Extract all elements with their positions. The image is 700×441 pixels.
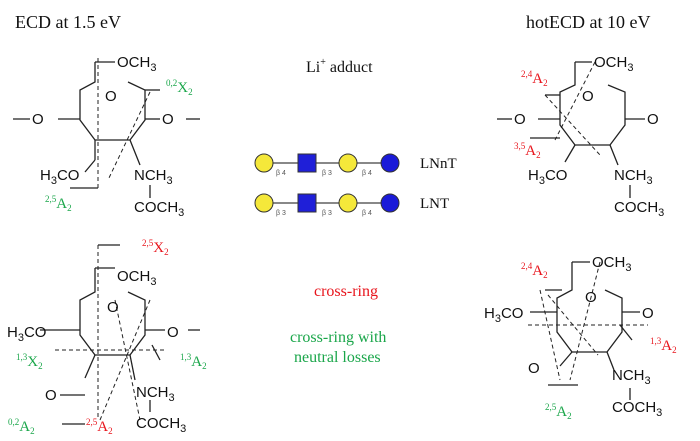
atom-och3: OCH3 bbox=[594, 54, 633, 74]
atom-h3co: H3CO bbox=[484, 305, 523, 325]
ring-bottom-right: OCH3 O H3CO O O NCH3 COCH3 2,4A2 1,3A2 2… bbox=[484, 254, 677, 421]
link-label: β 3 bbox=[276, 210, 286, 217]
link-label: β 4 bbox=[362, 170, 372, 177]
atom-nch3: NCH3 bbox=[612, 367, 651, 387]
ring-top-right: OCH3 O O O H3CO NCH3 COCH3 2,4A2 3,5A2 bbox=[497, 54, 664, 219]
atom-o-left: O bbox=[514, 111, 526, 128]
legend-cross-ring: cross-ring bbox=[314, 283, 378, 300]
frag-25a2: 2,5A2 bbox=[545, 402, 572, 421]
frag-13a2: 1,3A2 bbox=[180, 352, 207, 371]
header-left: ECD at 1.5 eV bbox=[15, 12, 121, 32]
frag-13a2: 1,3A2 bbox=[650, 336, 677, 355]
frag-35a2: 3,5A2 bbox=[514, 141, 541, 160]
atom-nch3: NCH3 bbox=[136, 384, 175, 404]
atom-o-right: O bbox=[642, 305, 654, 322]
galactose-icon bbox=[254, 193, 274, 213]
frag-25a2: 2,5A2 bbox=[86, 417, 113, 436]
galactose-icon bbox=[338, 153, 358, 173]
atom-och3: OCH3 bbox=[592, 254, 631, 274]
frag-02a2: 0,2A2 bbox=[8, 417, 35, 436]
frag-13x2: 1,3X2 bbox=[16, 352, 43, 371]
atom-o-left: O bbox=[528, 360, 540, 377]
glycan-name: LNT bbox=[420, 196, 449, 212]
link-label: β 3 bbox=[322, 210, 332, 217]
atom-coch3: COCH3 bbox=[134, 199, 184, 219]
frag-25x2: 2,5X2 bbox=[142, 238, 169, 257]
frag-24a2: 2,4A2 bbox=[521, 261, 548, 280]
link-label: β 4 bbox=[276, 170, 286, 177]
galactose-icon bbox=[254, 153, 274, 173]
atom-coch3: COCH3 bbox=[612, 399, 662, 419]
legend-neutral-line2: neutral losses bbox=[294, 349, 381, 366]
glycan-lnnt: β 4 β 3 β 4 LNnT bbox=[254, 153, 457, 177]
glucose-icon bbox=[380, 153, 400, 173]
atom-ring-o: O bbox=[585, 289, 597, 306]
ring-top-left: OCH3 O O O H3CO NCH3 COCH3 0,2X2 2,5A2 bbox=[13, 54, 200, 219]
atom-o-left: O bbox=[45, 387, 57, 404]
frag-24a2: 2,4A2 bbox=[521, 69, 548, 88]
atom-ring-o: O bbox=[107, 299, 119, 316]
atom-o-right: O bbox=[167, 324, 179, 341]
atom-coch3: COCH3 bbox=[614, 199, 664, 219]
ring-bottom-left: OCH3 O H3CO O O NCH3 COCH3 2,5X2 1,3X2 1… bbox=[7, 238, 207, 436]
glycan-lnt: β 3 β 3 β 4 LNT bbox=[254, 193, 449, 217]
atom-h3co: H3CO bbox=[7, 324, 46, 344]
adduct-label: Li+ adduct bbox=[306, 57, 373, 76]
frag-25a2: 2,5A2 bbox=[45, 194, 72, 213]
frag-02x2: 0,2X2 bbox=[166, 78, 193, 97]
glcnac-icon bbox=[297, 153, 317, 173]
atom-och3: OCH3 bbox=[117, 268, 156, 288]
header-right: hotECD at 10 eV bbox=[526, 12, 650, 32]
legend-neutral-line1: cross-ring with bbox=[290, 329, 386, 346]
atom-o-right: O bbox=[162, 111, 174, 128]
atom-ring-o: O bbox=[105, 88, 117, 105]
atom-h3co: H3CO bbox=[528, 167, 567, 187]
link-label: β 4 bbox=[362, 210, 372, 217]
glucose-icon bbox=[380, 193, 400, 213]
glcnac-icon bbox=[297, 193, 317, 213]
atom-o-right: O bbox=[647, 111, 659, 128]
atom-nch3: NCH3 bbox=[134, 167, 173, 187]
atom-och3: OCH3 bbox=[117, 54, 156, 74]
atom-h3co: H3CO bbox=[40, 167, 79, 187]
atom-nch3: NCH3 bbox=[614, 167, 653, 187]
glycan-name: LNnT bbox=[420, 156, 457, 172]
link-label: β 3 bbox=[322, 170, 332, 177]
galactose-icon bbox=[338, 193, 358, 213]
atom-coch3: COCH3 bbox=[136, 415, 186, 435]
atom-ring-o: O bbox=[582, 88, 594, 105]
atom-o-left: O bbox=[32, 111, 44, 128]
